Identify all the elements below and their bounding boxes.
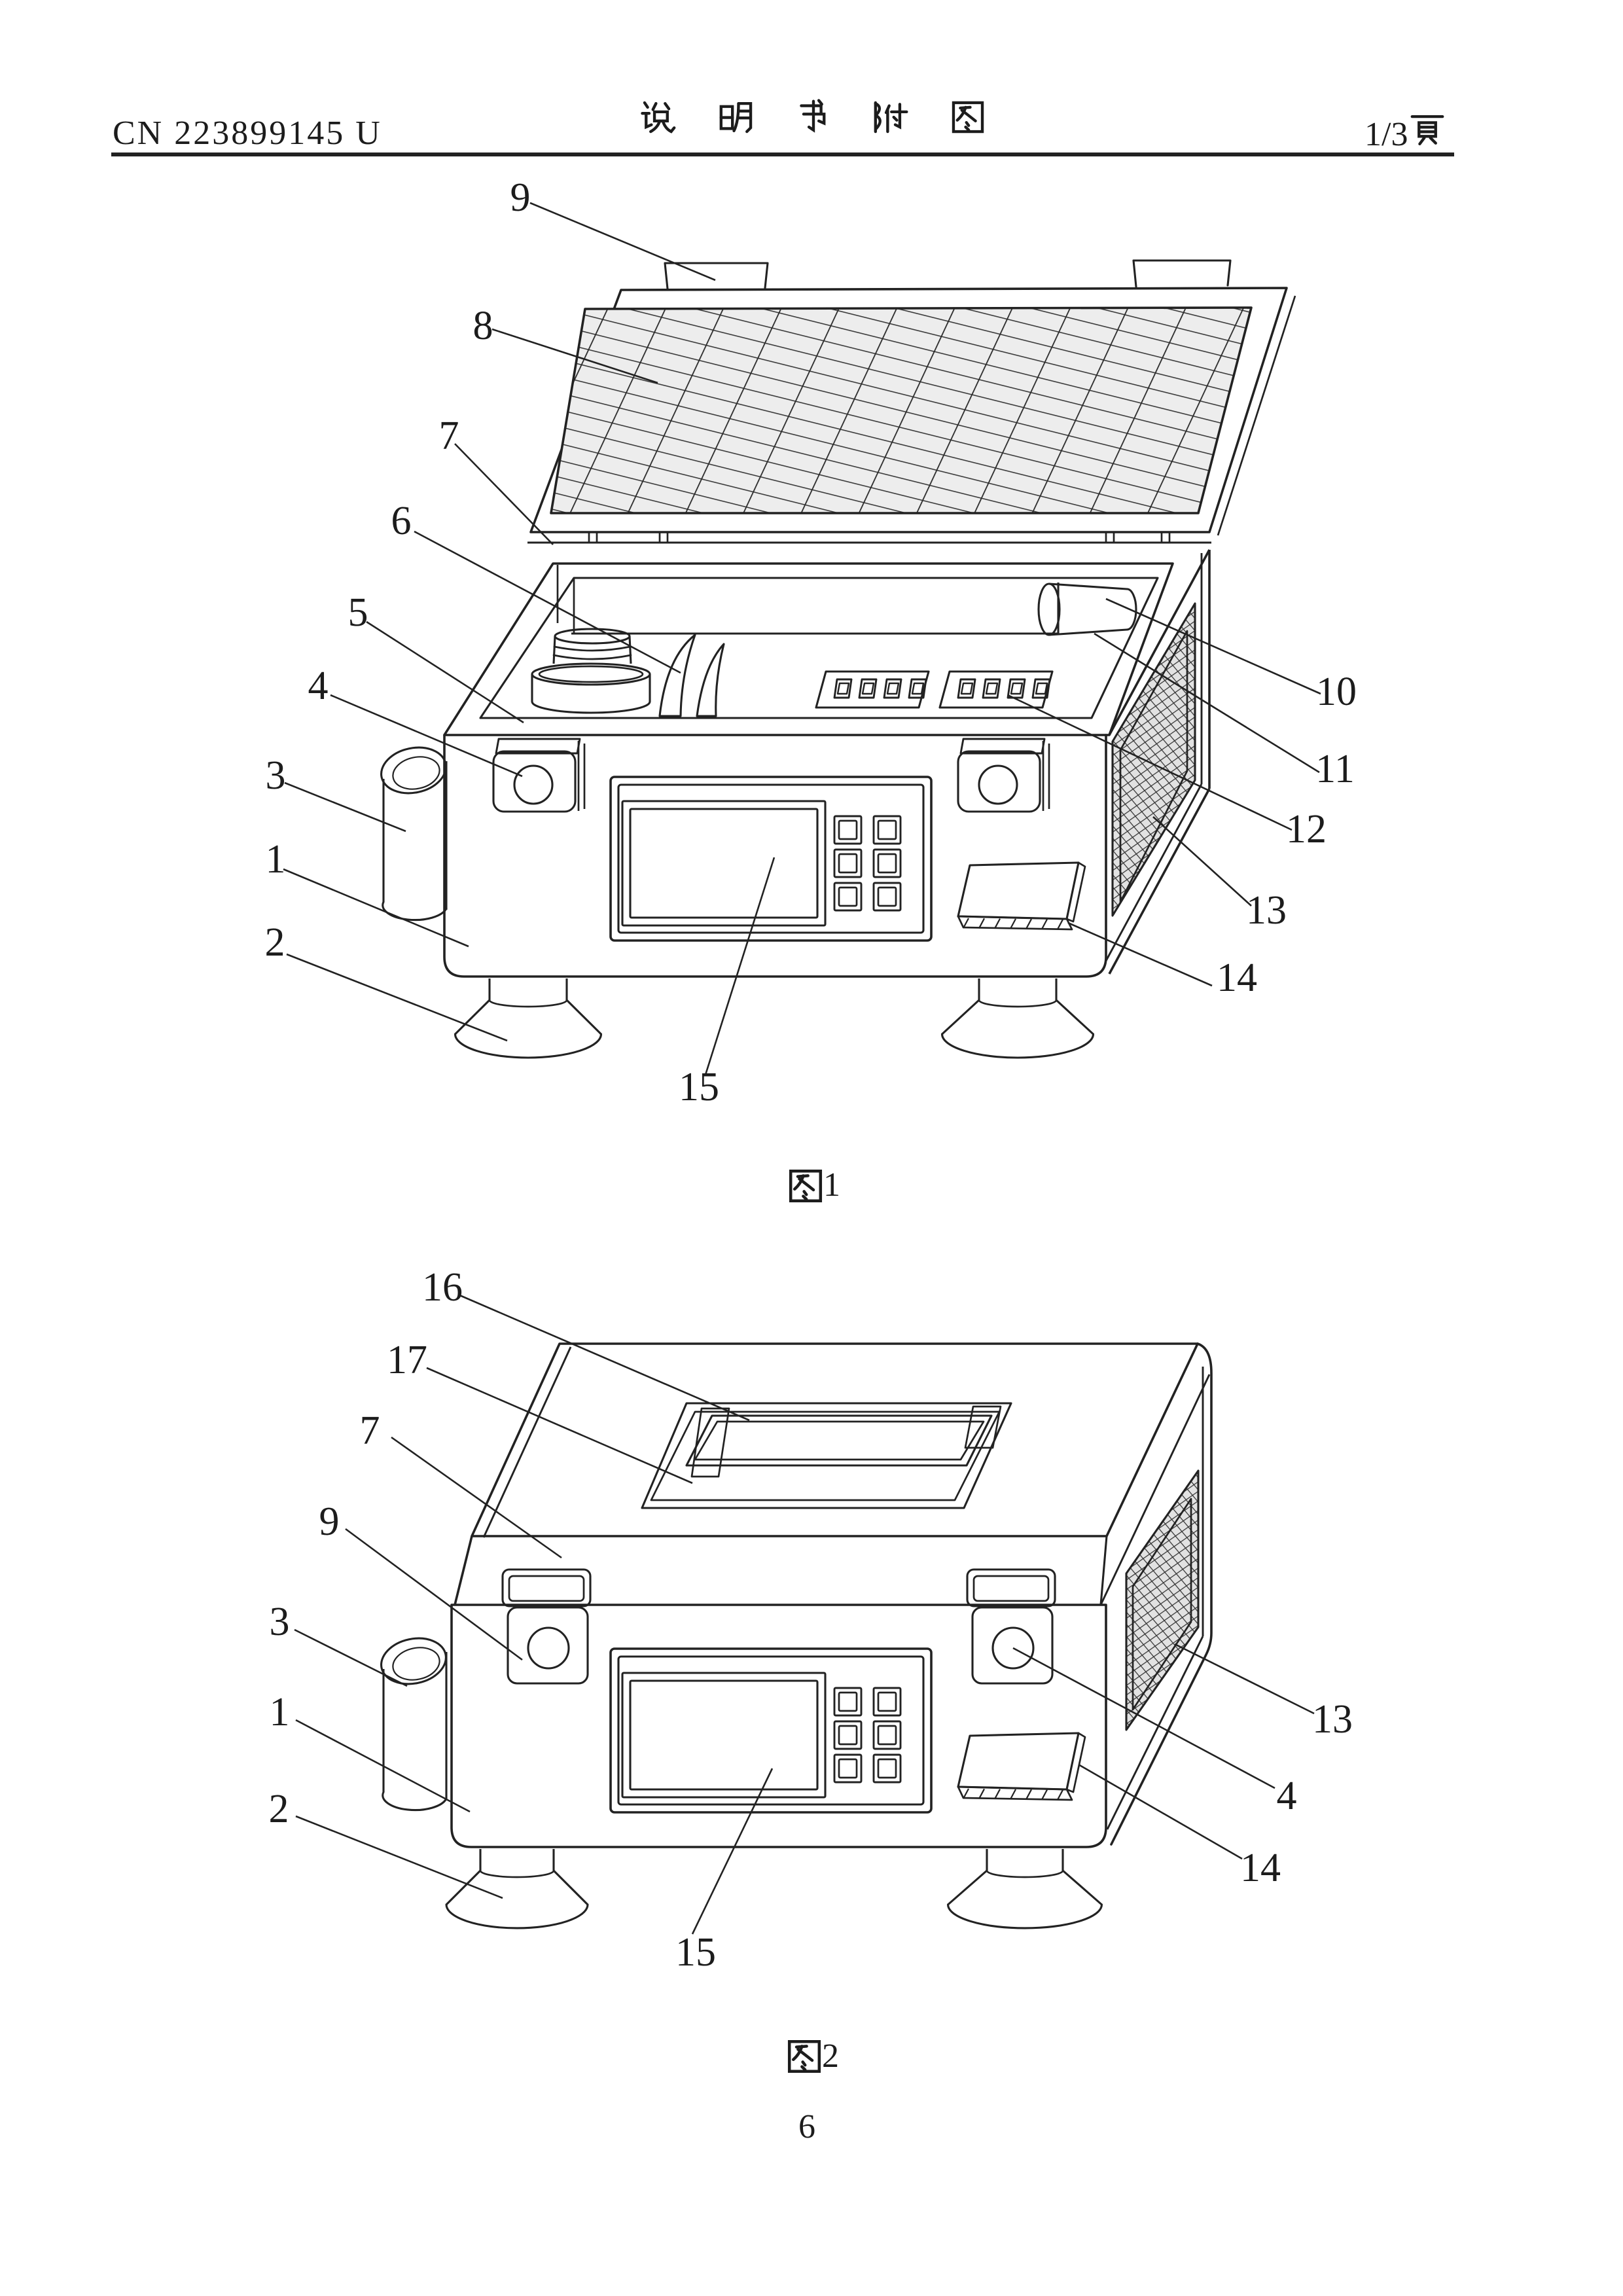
svg-text:6: 6	[391, 499, 412, 543]
svg-text:13: 13	[1312, 1697, 1353, 1742]
svg-text:3: 3	[266, 753, 286, 798]
svg-text:6: 6	[798, 2108, 815, 2145]
svg-text:11: 11	[1315, 747, 1355, 791]
svg-text:5: 5	[348, 590, 368, 635]
svg-text:4: 4	[1277, 1774, 1297, 1818]
svg-text:2: 2	[265, 920, 285, 965]
svg-text:7: 7	[439, 414, 459, 458]
svg-text:1: 1	[823, 1166, 840, 1204]
svg-text:1/3: 1/3	[1364, 116, 1408, 153]
svg-text:7: 7	[360, 1408, 380, 1453]
svg-text:3: 3	[270, 1600, 290, 1644]
svg-text:16: 16	[422, 1265, 463, 1310]
svg-text:15: 15	[679, 1065, 719, 1109]
svg-text:2: 2	[822, 2037, 839, 2075]
svg-text:8: 8	[473, 304, 493, 348]
svg-text:4: 4	[308, 664, 329, 708]
svg-text:9: 9	[319, 1499, 340, 1544]
svg-text:17: 17	[387, 1338, 427, 1382]
svg-text:1: 1	[270, 1690, 290, 1734]
svg-text:10: 10	[1316, 670, 1357, 714]
svg-text:14: 14	[1240, 1846, 1281, 1890]
svg-text:1: 1	[266, 837, 286, 882]
svg-text:12: 12	[1286, 807, 1327, 852]
svg-text:CN 223899145 U: CN 223899145 U	[113, 115, 382, 152]
svg-text:9: 9	[510, 175, 531, 220]
svg-text:13: 13	[1246, 888, 1287, 933]
svg-text:15: 15	[675, 1930, 716, 1975]
svg-text:14: 14	[1217, 956, 1257, 1000]
svg-text:2: 2	[269, 1787, 289, 1831]
